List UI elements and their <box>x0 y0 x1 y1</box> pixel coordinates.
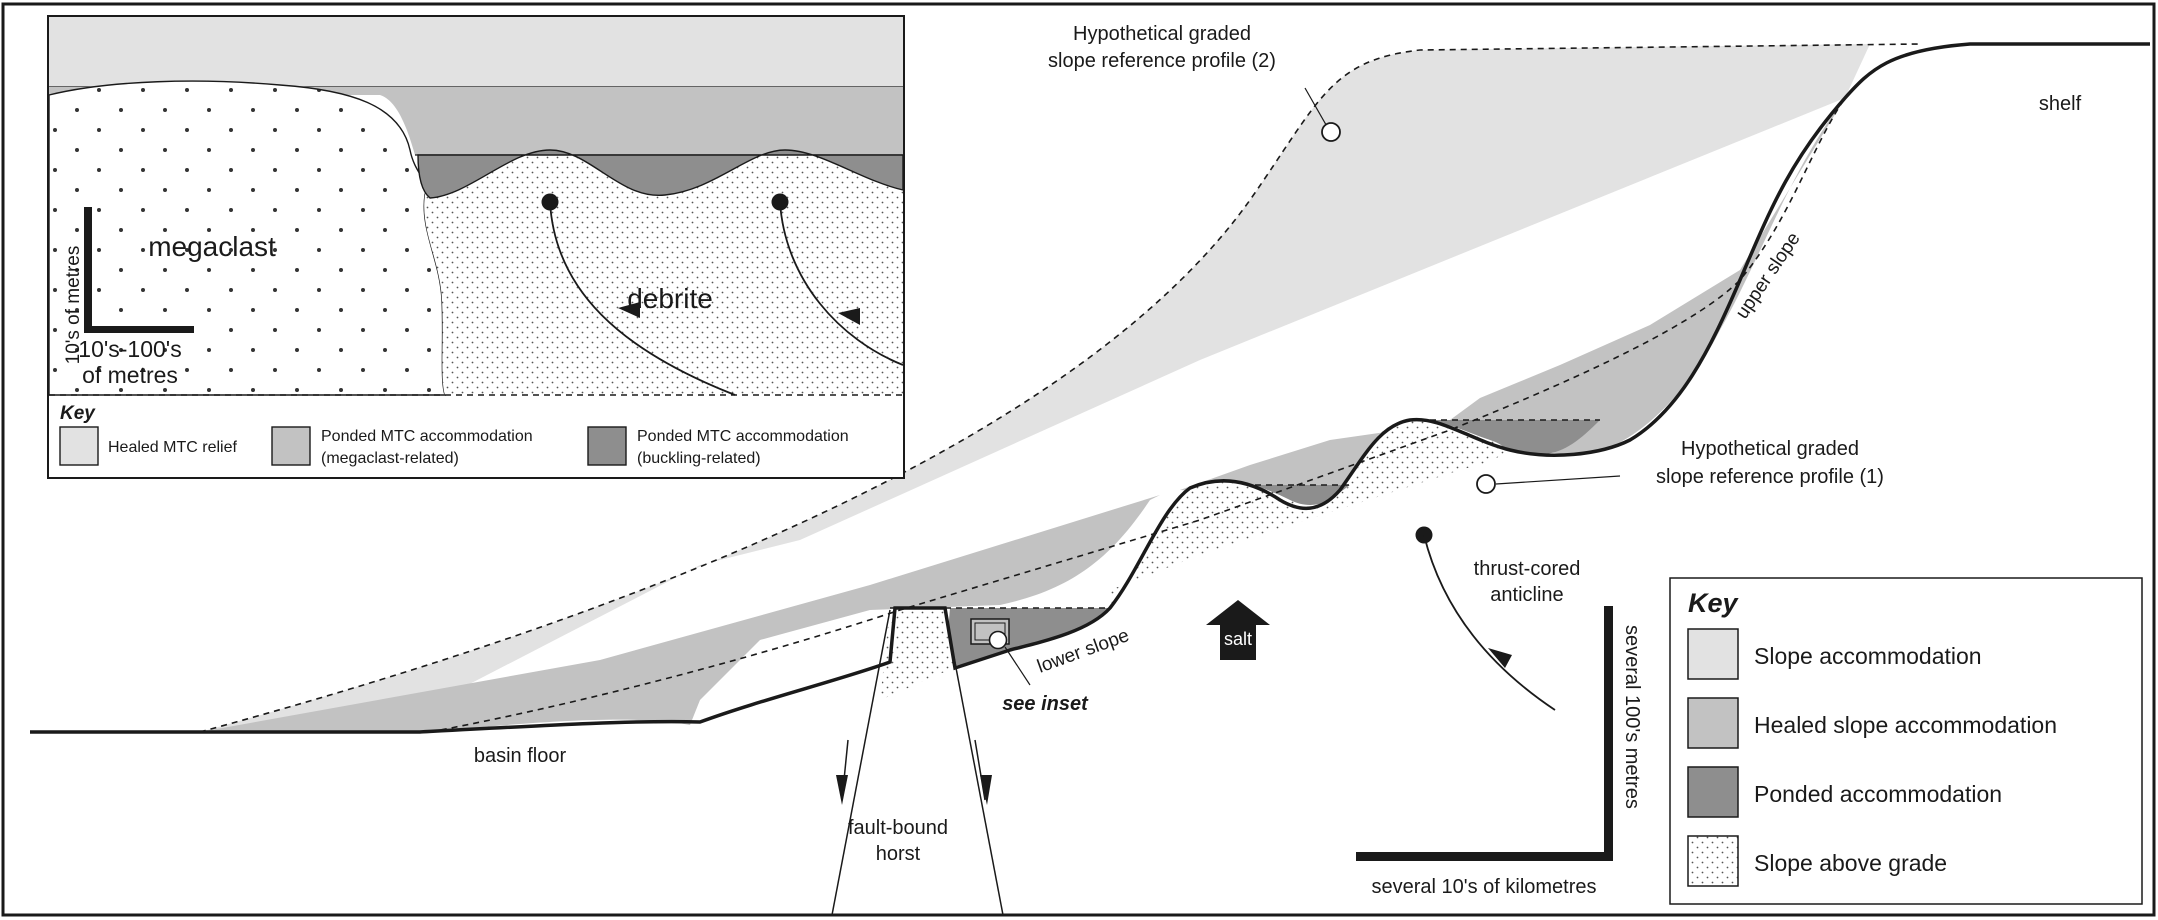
inset-hscale-label-1: 10's-100's <box>78 336 181 362</box>
reference-profile-2 <box>199 43 1921 733</box>
label-horst-2: horst <box>876 843 921 865</box>
salt-arrow-icon <box>1206 600 1270 660</box>
inset-buckling-ponded <box>417 149 904 199</box>
inset-key-label: Ponded MTC accommodation <box>637 428 849 445</box>
profile2-marker-icon <box>1321 122 1341 142</box>
inset-key-label: Healed MTC relief <box>108 439 237 456</box>
label-vertical-scale: several 100's metres <box>1621 625 1643 809</box>
inset-hscale-label-2: of metres <box>82 362 178 388</box>
healed-accommodation-lower <box>200 495 1160 732</box>
main-key-item: Healed slope accommodation <box>1687 697 2057 749</box>
main-key-label: Healed slope accommodation <box>1754 712 2057 738</box>
label-horizontal-scale: several 10's of kilometres <box>1371 876 1596 898</box>
profile1-marker-icon <box>1476 474 1496 494</box>
label-salt: salt <box>1224 629 1252 649</box>
label-see-inset: see inset <box>1002 693 1089 715</box>
inset-location-marker-icon <box>988 630 1008 650</box>
horizontal-scale-bar <box>1356 852 1613 861</box>
label-profile2-2: slope reference profile (2) <box>1048 50 1276 72</box>
main-key-label: Ponded accommodation <box>1754 781 2002 807</box>
slope-above-grade-horst <box>880 608 955 700</box>
inset-horizontal-scale-bar <box>84 326 194 333</box>
main-key-item: Slope accommodation <box>1687 628 1982 680</box>
horst-fault-left <box>831 609 891 916</box>
profile1-leader <box>1495 475 1621 485</box>
inset-key-label: (megaclast-related) <box>321 450 459 467</box>
inset-key-item: Ponded MTC accommodation (buckling-relat… <box>587 426 849 467</box>
fault-arrow-left-icon <box>836 775 848 805</box>
profile2-leader <box>1304 87 1330 131</box>
inset-key-item: Healed MTC relief <box>59 426 237 466</box>
fault-slip-right <box>974 739 986 801</box>
label-basin-floor: basin floor <box>474 745 567 767</box>
inset-vscale-label: 10's of metres <box>63 246 84 365</box>
label-shelf: shelf <box>2039 93 2082 115</box>
inset-panel: 10's of metres 10's-100's of metres mega… <box>47 15 905 479</box>
inset-key-label: (buckling-related) <box>637 450 761 467</box>
label-profile1-2: slope reference profile (1) <box>1656 466 1884 488</box>
inset-vertical-scale-bar <box>84 207 92 332</box>
slope-above-grade-anticline <box>1110 419 1505 608</box>
label-thrust-2: anticline <box>1490 584 1563 606</box>
inset-key-title: Key <box>60 403 96 424</box>
inset-key-label: Ponded MTC accommodation <box>321 428 533 445</box>
fault-arrow-right-icon <box>980 775 992 805</box>
inset-label-debrite: debrite <box>627 283 713 314</box>
thrust-fault <box>1423 534 1556 711</box>
ponded-accommodation-3 <box>1430 420 1600 455</box>
inset-label-megaclast: megaclast <box>148 231 276 262</box>
thrust-arrow-icon <box>1488 648 1512 668</box>
slope-accommodation-area <box>200 44 1870 732</box>
inset-thrust-arrow-icon <box>838 308 860 325</box>
vertical-scale-bar <box>1604 606 1613 861</box>
inset-megaclast-body <box>48 80 446 396</box>
inset-thrust-arrow-icon <box>618 302 640 318</box>
main-key-item: Ponded accommodation <box>1687 766 2002 818</box>
label-profile2-1: Hypothetical graded <box>1073 23 1251 45</box>
label-thrust-1: thrust-cored <box>1474 558 1581 580</box>
reference-profile-1 <box>429 97 1846 733</box>
healed-accommodation-upper <box>1450 98 1845 454</box>
main-key-label: Slope accommodation <box>1754 643 1982 669</box>
horst-fault-right <box>944 609 1004 916</box>
label-profile1-1: Hypothetical graded <box>1681 438 1859 460</box>
inset-healed-relief <box>49 17 903 87</box>
main-key-item: Slope above grade <box>1687 835 1947 887</box>
label-horst-1: fault-bound <box>848 817 948 839</box>
main-key-title: Key <box>1688 588 1740 618</box>
seafloor-profile <box>30 42 2150 734</box>
inset-key-item: Ponded MTC accommodation (megaclast-rela… <box>271 426 533 467</box>
main-key: Key Slope accommodation Healed slope acc… <box>1669 577 2143 905</box>
inset-megaclast-ponded <box>49 87 903 155</box>
main-key-label: Slope above grade <box>1754 850 1947 876</box>
